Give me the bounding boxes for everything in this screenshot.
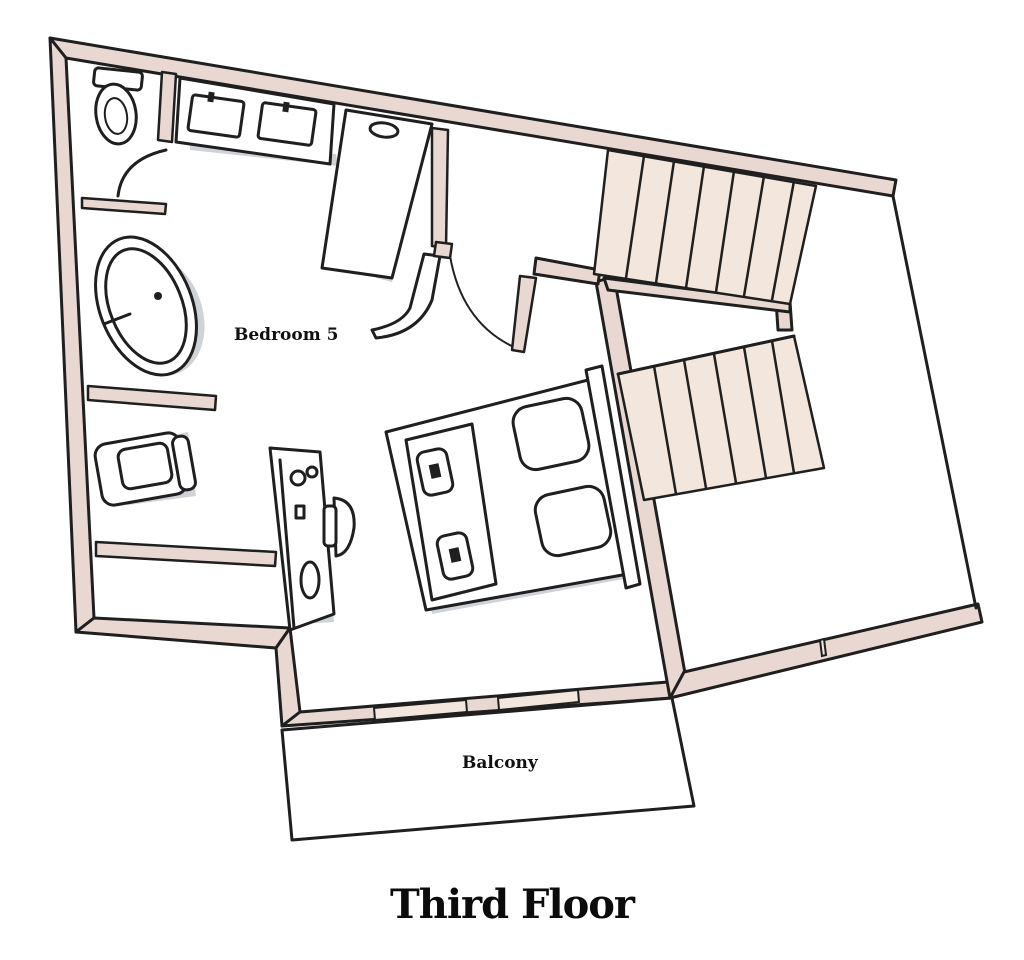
room-label-bedroom: Bedroom 5 xyxy=(234,325,338,345)
chair-icon xyxy=(322,496,356,558)
window xyxy=(372,637,828,722)
desk-icon xyxy=(268,446,336,632)
door-swing-icon xyxy=(116,148,168,198)
floor-title: Third Floor xyxy=(390,881,636,928)
armchair-icon xyxy=(93,431,197,507)
door-swing-icon xyxy=(432,240,538,354)
balcony xyxy=(280,696,696,842)
toilet-icon xyxy=(92,66,144,146)
stair-hall-outline xyxy=(891,194,978,610)
staircase-icon xyxy=(592,148,818,306)
shower-icon xyxy=(320,108,434,282)
room-label-balcony: Balcony xyxy=(462,753,539,773)
bathroom-partitions xyxy=(80,70,278,568)
bathtub-icon xyxy=(94,235,205,377)
staircase-icon xyxy=(616,334,826,502)
interior-walls xyxy=(532,256,794,332)
double-sink-icon xyxy=(174,76,338,166)
double-bed-icon xyxy=(384,364,642,614)
